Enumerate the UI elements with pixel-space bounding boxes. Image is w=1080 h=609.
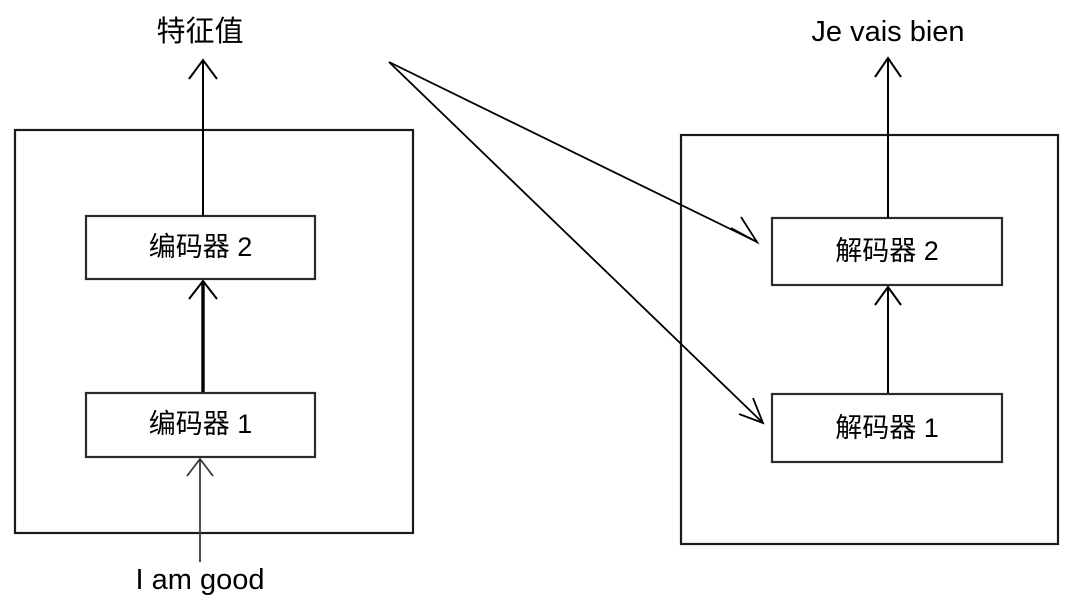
connector-input-to-encoder-1 bbox=[186, 457, 214, 562]
encoder-2-label: 编码器 2 bbox=[148, 232, 253, 262]
connector-encoder-2-to-feature bbox=[188, 58, 218, 216]
encoder-input-label: I am good bbox=[135, 564, 265, 596]
connector-decoder-1-to-decoder-2 bbox=[874, 285, 902, 393]
decoder-1-label: 解码器 1 bbox=[835, 413, 939, 443]
decoder-container-box bbox=[679, 133, 1060, 546]
encoder-2-box[interactable] bbox=[84, 214, 317, 281]
decoder-output-label: Je vais bien bbox=[811, 16, 965, 48]
encoder-container-box bbox=[13, 128, 415, 535]
encoder-output-label: 特征值 bbox=[156, 16, 244, 48]
decoder-1-box[interactable] bbox=[770, 392, 1004, 464]
encoder-1-box[interactable] bbox=[84, 391, 317, 459]
connector-encoder-1-to-encoder-2 bbox=[188, 279, 218, 392]
connector-feature-to-decoder-1 bbox=[388, 61, 765, 425]
encoder-1-label: 编码器 1 bbox=[148, 409, 253, 439]
connector-feature-to-decoder-2 bbox=[388, 61, 760, 245]
connector-decoder-2-to-output bbox=[874, 56, 902, 218]
decoder-2-label: 解码器 2 bbox=[835, 236, 939, 266]
